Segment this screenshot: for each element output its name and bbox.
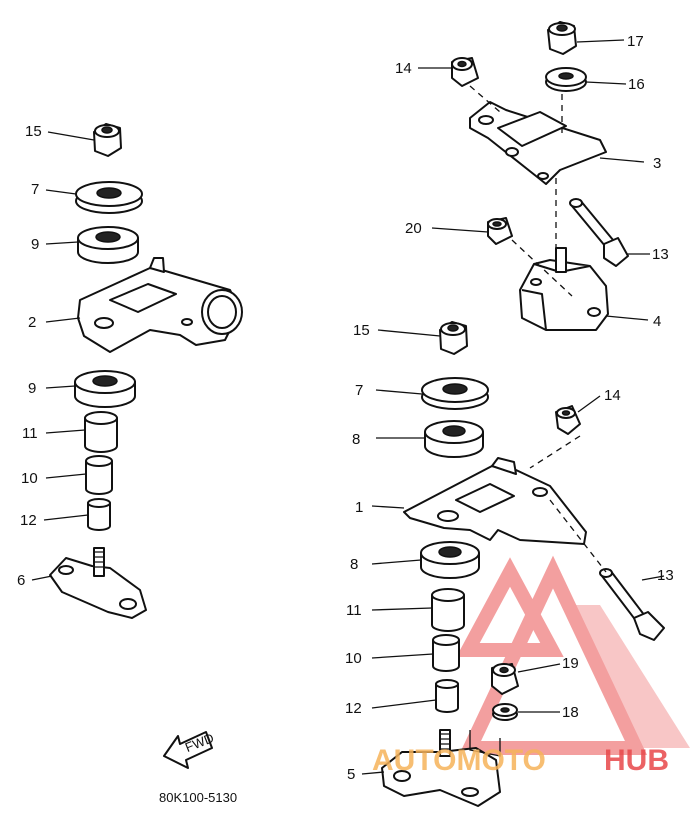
grommet-14-lower <box>555 405 581 435</box>
callout-12-left: 12 <box>20 512 37 529</box>
base-plate-5 <box>381 729 501 807</box>
callout-15-left: 15 <box>25 123 42 140</box>
rubber-8-upper <box>424 420 484 458</box>
washer-7-left <box>75 181 143 214</box>
nut-15-left <box>93 123 122 157</box>
callout-10-right: 10 <box>345 650 362 667</box>
rubber-9-lower-left <box>74 370 136 408</box>
callout-14-upper: 14 <box>395 60 412 77</box>
assembly-lines <box>469 85 607 573</box>
callout-11-left: 11 <box>22 425 38 442</box>
washer-18 <box>492 703 518 721</box>
collar-20 <box>487 217 513 245</box>
bolt-13-lower <box>599 568 665 641</box>
bracket-2 <box>77 257 243 353</box>
watermark-brand-part1: AUTOMOTO <box>372 744 546 777</box>
callouts-left: 15 7 9 2 9 11 10 12 6 <box>17 123 42 589</box>
callout-13-lower: 13 <box>657 567 674 584</box>
collar-11-left <box>84 411 118 453</box>
bracket-1 <box>403 457 587 545</box>
rubber-9-upper-left <box>77 226 139 264</box>
callout-8-lower: 8 <box>350 556 358 573</box>
collar-11-right <box>431 588 465 632</box>
callout-6: 6 <box>17 572 25 589</box>
callout-19: 19 <box>562 655 579 672</box>
callout-11-right: 11 <box>346 602 362 619</box>
spacer-12-left <box>87 498 111 531</box>
collar-10-right <box>432 634 460 672</box>
forward-direction-arrow: FWD <box>163 730 216 769</box>
collar-10-left <box>85 455 113 495</box>
callout-12-right: 12 <box>345 700 362 717</box>
callout-18: 18 <box>562 704 579 721</box>
watermark-brand-part2: HUB <box>604 744 669 777</box>
callout-10-left: 10 <box>21 470 38 487</box>
callout-16: 16 <box>628 76 645 93</box>
washer-16 <box>545 67 587 92</box>
callout-7-right: 7 <box>355 382 363 399</box>
callout-5: 5 <box>347 766 355 783</box>
callout-9-upper: 9 <box>31 236 39 253</box>
callout-7-left: 7 <box>31 181 39 198</box>
callout-4: 4 <box>653 313 661 330</box>
callouts-right: 17 14 16 3 20 13 4 15 7 8 14 1 8 13 11 1… <box>345 33 674 783</box>
grommet-14-upper <box>451 57 479 87</box>
leader-lines <box>31 39 665 775</box>
damper-4 <box>519 247 609 331</box>
base-plate-6 <box>49 547 147 619</box>
nut-17 <box>547 21 577 55</box>
callout-2: 2 <box>28 314 36 331</box>
spacer-12-right <box>435 679 459 713</box>
grommet-19 <box>491 663 519 695</box>
callout-15-right: 15 <box>353 322 370 339</box>
callout-20: 20 <box>405 220 422 237</box>
callout-13-upper: 13 <box>652 246 669 263</box>
nut-15-right <box>439 321 468 355</box>
callout-8-upper: 8 <box>352 431 360 448</box>
bolt-13-upper <box>569 198 629 267</box>
drawing-code: 80K100-5130 <box>159 790 237 805</box>
rubber-8-lower <box>420 541 480 579</box>
callout-17: 17 <box>627 33 644 50</box>
watermark-logo <box>456 555 690 755</box>
callout-14-lower: 14 <box>604 387 621 404</box>
callout-3: 3 <box>653 155 661 172</box>
callout-9-lower: 9 <box>28 380 36 397</box>
callout-1: 1 <box>355 499 363 516</box>
watermark-text: AUTOMOTO HUB <box>372 744 669 777</box>
bracket-3 <box>469 101 607 185</box>
washer-7-right <box>421 377 489 410</box>
